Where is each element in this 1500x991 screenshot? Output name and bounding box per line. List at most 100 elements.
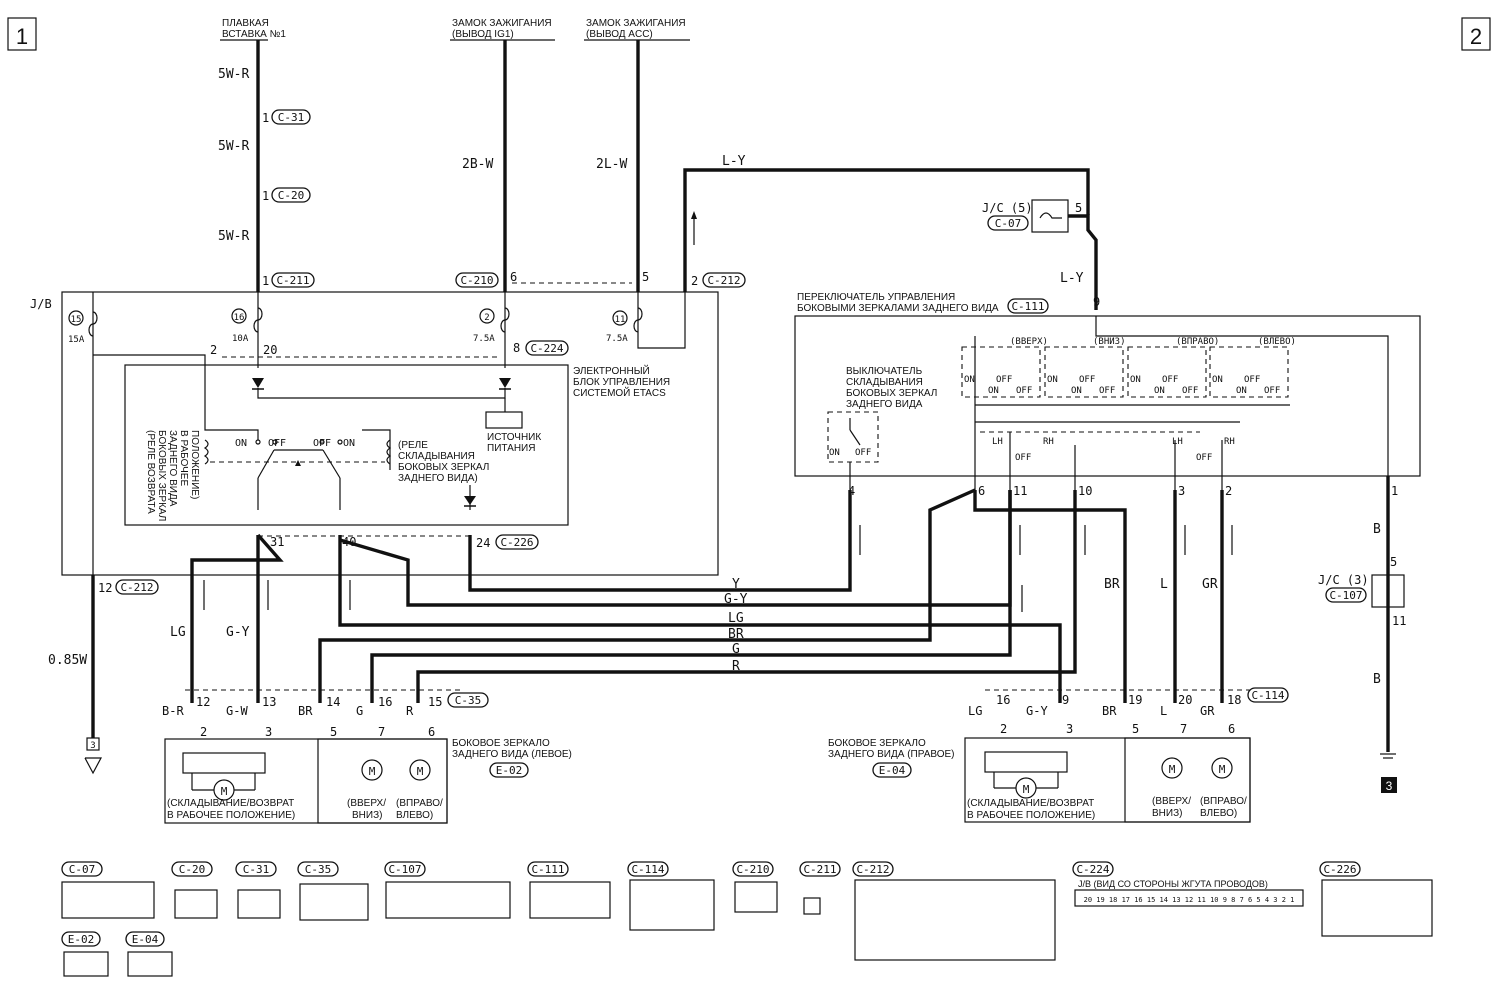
svg-text:E-04: E-04 <box>879 764 906 777</box>
svg-text:OFF: OFF <box>1079 375 1095 385</box>
svg-text:ПИТАНИЯ: ПИТАНИЯ <box>487 443 535 454</box>
svg-text:C-226: C-226 <box>1323 863 1356 876</box>
connector-c35 <box>447 692 489 708</box>
page-number-left-box <box>7 17 37 51</box>
svg-text:9: 9 <box>1093 295 1100 309</box>
svg-text:C-07: C-07 <box>995 217 1022 230</box>
source-acc-line1: ЗАМОК ЗАЖИГАНИЯ <box>586 18 686 29</box>
svg-text:LG: LG <box>968 704 982 718</box>
page-number-right: 2 <box>1470 24 1482 49</box>
svg-text:GR: GR <box>1200 704 1215 718</box>
svg-text:4: 4 <box>848 484 855 498</box>
connector-c111 <box>1007 298 1049 314</box>
svg-text:СКЛАДЫВАНИЯ: СКЛАДЫВАНИЯ <box>846 377 923 388</box>
fuse-11: 11 7.5A <box>606 307 643 344</box>
svg-text:3: 3 <box>1178 484 1185 498</box>
svg-text:2: 2 <box>210 343 217 357</box>
svg-text:5: 5 <box>1132 722 1139 736</box>
svg-text:G: G <box>356 704 363 718</box>
legend-connectors: C-07 C-20 C-31 C-35 C-107 C-111 C-114 C-… <box>61 861 1433 977</box>
svg-text:M: M <box>417 765 424 778</box>
svg-text:6: 6 <box>1228 722 1235 736</box>
svg-text:OFF: OFF <box>996 375 1012 385</box>
svg-text:ЗАДНЕГО ВИДА: ЗАДНЕГО ВИДА <box>846 399 923 410</box>
wire-lg-right <box>338 535 1062 703</box>
svg-text:15: 15 <box>71 315 82 325</box>
page-number-right-box <box>1461 17 1491 51</box>
svg-text:Y: Y <box>732 577 740 592</box>
svg-text:5: 5 <box>1075 201 1082 215</box>
svg-text:12: 12 <box>98 581 112 595</box>
fold-motor-right-body <box>984 751 1068 773</box>
svg-text:6: 6 <box>428 725 435 739</box>
svg-text:OFF: OFF <box>1196 453 1212 463</box>
svg-text:СКЛАДЫВАНИЯ: СКЛАДЫВАНИЯ <box>398 451 475 462</box>
svg-text:1: 1 <box>262 189 269 203</box>
svg-text:31: 31 <box>270 535 284 549</box>
fold-motor-left-body <box>182 752 266 774</box>
svg-text:10A: 10A <box>232 334 249 344</box>
svg-text:ON: ON <box>1154 386 1165 396</box>
fold-switch <box>827 411 879 463</box>
wire-label-5wr-3: 5W-R <box>218 229 249 244</box>
svg-text:БЛОК УПРАВЛЕНИЯ: БЛОК УПРАВЛЕНИЯ <box>573 377 670 388</box>
svg-text:БОКОВЫХ ЗЕРКАЛ: БОКОВЫХ ЗЕРКАЛ <box>398 462 489 473</box>
svg-text:7.5A: 7.5A <box>606 334 628 344</box>
svg-text:ВЛЕВО): ВЛЕВО) <box>1200 808 1237 819</box>
switch-group-down: (ВНИЗ) ON OFF ON OFF <box>1044 337 1126 398</box>
relay-coil-left <box>203 439 209 465</box>
svg-text:M: M <box>369 765 376 778</box>
connector-c212-bottom <box>115 579 159 595</box>
svg-text:OFF: OFF <box>1015 453 1031 463</box>
fuse-15: 15 15A <box>68 292 98 575</box>
svg-text:ЗАДНЕГО ВИДА (ЛЕВОЕ): ЗАДНЕГО ВИДА (ЛЕВОЕ) <box>452 749 572 760</box>
svg-text:OFF: OFF <box>1182 386 1198 396</box>
svg-text:В РАБОЧЕЕ ПОЛОЖЕНИЕ): В РАБОЧЕЕ ПОЛОЖЕНИЕ) <box>967 810 1095 821</box>
svg-text:5: 5 <box>330 725 337 739</box>
svg-text:16: 16 <box>234 313 245 323</box>
svg-text:БОКОВЫХ ЗЕРКАЛ: БОКОВЫХ ЗЕРКАЛ <box>156 430 167 521</box>
svg-text:5: 5 <box>642 270 649 284</box>
svg-text:7: 7 <box>1180 722 1187 736</box>
svg-text:(ВПРАВО/: (ВПРАВО/ <box>1200 796 1247 807</box>
svg-text:B: B <box>1373 522 1381 537</box>
svg-text:ON: ON <box>1130 375 1141 385</box>
svg-text:L-Y: L-Y <box>722 154 746 169</box>
svg-text:ЗАДНЕГО ВИДА): ЗАДНЕГО ВИДА) <box>398 473 478 484</box>
svg-text:G-W: G-W <box>226 704 248 718</box>
svg-text:OFF: OFF <box>1162 375 1178 385</box>
svg-text:BR: BR <box>1102 704 1117 718</box>
connector-e02 <box>489 762 529 778</box>
svg-text:5: 5 <box>1390 555 1397 569</box>
svg-text:1: 1 <box>262 111 269 125</box>
svg-text:C-20: C-20 <box>278 189 305 202</box>
svg-text:(РЕЛЕ: (РЕЛЕ <box>398 440 428 451</box>
svg-text:C-107: C-107 <box>1329 589 1362 602</box>
svg-text:7.5A: 7.5A <box>473 334 495 344</box>
svg-text:6: 6 <box>510 270 517 284</box>
svg-text:24: 24 <box>476 536 490 550</box>
svg-text:M: M <box>1219 763 1226 776</box>
svg-text:BR: BR <box>298 704 313 718</box>
relay-coil-right <box>386 439 392 465</box>
fuse-2: 2 7.5A <box>473 307 510 344</box>
svg-text:OFF: OFF <box>1099 386 1115 396</box>
svg-text:OFF: OFF <box>1264 386 1280 396</box>
svg-text:ЭЛЕКТРОННЫЙ: ЭЛЕКТРОННЫЙ <box>573 364 650 377</box>
connector-e04 <box>872 762 912 778</box>
wire-br <box>318 488 976 703</box>
svg-text:6: 6 <box>978 484 985 498</box>
svg-text:C-31: C-31 <box>278 111 305 124</box>
svg-text:БОКОВОЕ ЗЕРКАЛО: БОКОВОЕ ЗЕРКАЛО <box>828 738 926 749</box>
wire-label-2bw: 2B-W <box>462 157 493 172</box>
wire-label-2lw: 2L-W <box>596 157 627 172</box>
svg-text:ВНИЗ): ВНИЗ) <box>352 810 382 821</box>
svg-text:GR: GR <box>1202 577 1218 592</box>
svg-text:RH: RH <box>1043 437 1054 447</box>
motor-icon <box>409 759 431 781</box>
svg-text:В РАБОЧЕЕ: В РАБОЧЕЕ <box>178 430 189 486</box>
svg-text:1: 1 <box>262 274 269 288</box>
svg-text:18: 18 <box>1227 693 1241 707</box>
wire-label-5wr-1: 5W-R <box>218 67 249 82</box>
